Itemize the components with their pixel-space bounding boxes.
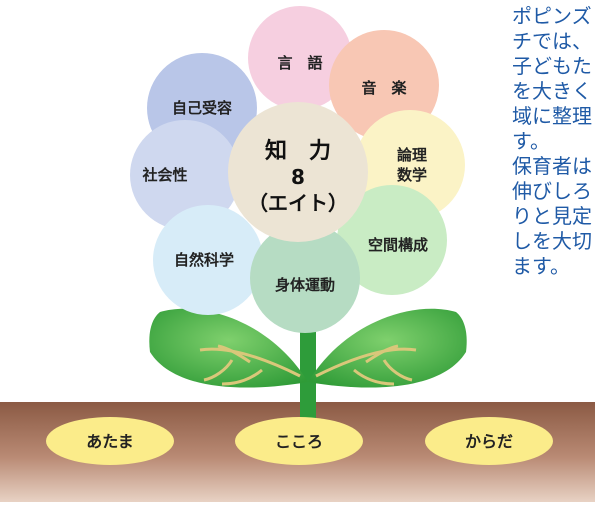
- svg-text:（エイト）: （エイト）: [248, 191, 348, 215]
- paragraph-line: 保育者は: [512, 154, 592, 178]
- paragraph-line: ます。: [512, 254, 570, 278]
- svg-text:自己受容: 自己受容: [172, 99, 232, 117]
- stem: [300, 318, 316, 426]
- paragraph-line: ポピンズ: [512, 4, 592, 28]
- petal-shakai: 社会性: [130, 120, 240, 230]
- paragraph-line: りと見定: [512, 204, 592, 228]
- paragraph-line: 域に整理: [512, 104, 592, 128]
- root-atama: あたま: [46, 417, 174, 465]
- svg-text:社会性: 社会性: [141, 166, 187, 184]
- svg-text:8: 8: [291, 165, 305, 189]
- root-karada: からだ: [425, 417, 553, 465]
- paragraph-line: しを大切: [512, 229, 592, 253]
- petal-shintai: 身体運動: [250, 223, 360, 333]
- svg-text:自然科学: 自然科学: [174, 251, 234, 269]
- svg-text:数学: 数学: [397, 166, 427, 184]
- paragraph-line: を大きく: [512, 79, 592, 103]
- svg-text:言 語: 言 語: [277, 54, 322, 72]
- flower-center: 知 力 8 （エイト）: [228, 102, 368, 242]
- svg-text:知 力: 知 力: [265, 138, 331, 164]
- petal-kukan: 空間構成: [337, 185, 447, 295]
- petal-shizen: 自然科学: [153, 205, 263, 315]
- paragraph-line: チでは、: [512, 29, 592, 53]
- svg-text:音 楽: 音 楽: [361, 79, 407, 97]
- paragraph-line: 伸びしろ: [512, 179, 592, 203]
- svg-text:あたま: あたま: [86, 432, 134, 451]
- svg-text:からだ: からだ: [465, 432, 513, 451]
- svg-text:空間構成: 空間構成: [368, 236, 428, 254]
- petal-gengo: 言 語: [248, 6, 352, 110]
- svg-text:身体運動: 身体運動: [275, 276, 335, 294]
- root-kokoro: こころ: [235, 417, 363, 465]
- svg-text:こころ: こころ: [275, 432, 323, 451]
- left-leaf: [149, 308, 308, 388]
- paragraph-line: す。: [512, 129, 550, 153]
- svg-text:論理: 論理: [397, 146, 427, 164]
- paragraph-line: 子どもた: [512, 54, 592, 78]
- right-leaf: [308, 308, 467, 388]
